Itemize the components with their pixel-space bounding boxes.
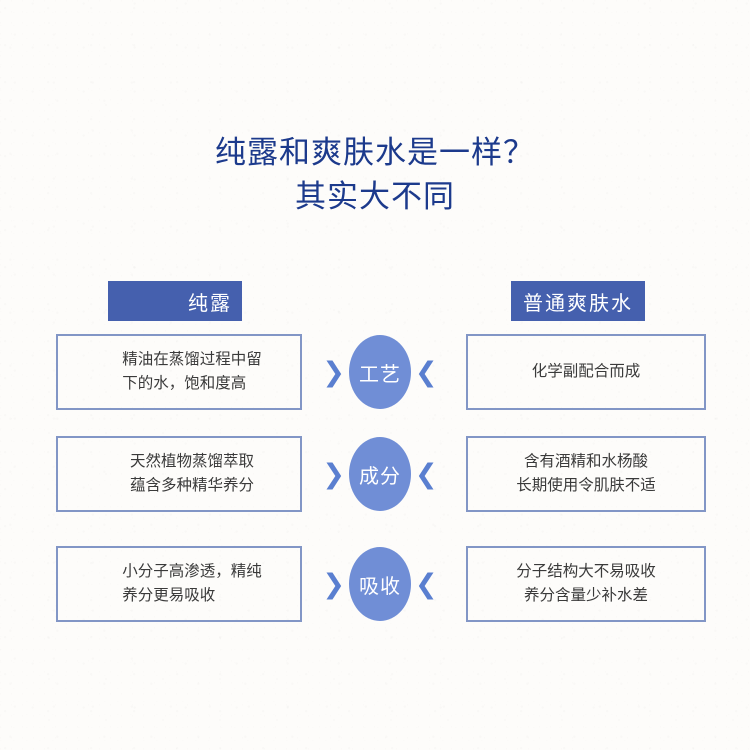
badge-group-ingredients: ❯ 成分 ❮	[318, 432, 442, 516]
column-header-toner-label: 普通爽肤水	[523, 292, 633, 315]
chevron-left-icon: ❮	[415, 458, 438, 490]
panel-left-absorption-text: 小分子高渗透，精纯 养分更易吸收	[122, 562, 262, 604]
column-header-hydrosol-label: 纯露	[188, 292, 232, 315]
badge-absorption: 吸收	[349, 547, 411, 621]
badge-craft-label: 工艺	[359, 363, 401, 386]
panel-right-ingredients-text: 含有酒精和水杨酸 长期使用令肌肤不适	[516, 452, 656, 494]
panel-right-absorption-text: 分子结构大不易吸收 养分含量少补水差	[516, 562, 656, 604]
panel-left-craft: 精油在蒸馏过程中留 下的水，饱和度高	[56, 334, 302, 410]
panel-right-craft: 化学副配合而成	[466, 334, 706, 410]
title-line-1: 纯露和爽肤水是一样？	[215, 135, 535, 170]
panel-right-absorption: 分子结构大不易吸收 养分含量少补水差	[466, 546, 706, 622]
comparison-row: 精油在蒸馏过程中留 下的水，饱和度高 ❯ 工艺 ❮ 化学副配合而成	[0, 334, 750, 410]
badge-ingredients: 成分	[349, 437, 411, 511]
badge-absorption-label: 吸收	[359, 575, 401, 598]
chevron-left-icon: ❮	[415, 356, 438, 388]
chevron-right-icon: ❯	[322, 356, 345, 388]
badge-ingredients-label: 成分	[359, 465, 401, 488]
badge-craft: 工艺	[349, 335, 411, 409]
chevron-left-icon: ❮	[415, 568, 438, 600]
page-title: 纯露和爽肤水是一样？ 其实大不同	[0, 132, 750, 217]
panel-left-ingredients-text: 天然植物蒸馏萃取 蕴含多种精华养分	[129, 452, 254, 494]
comparison-row: 天然植物蒸馏萃取 蕴含多种精华养分 ❯ 成分 ❮ 含有酒精和水杨酸 长期使用令肌…	[0, 436, 750, 512]
title-line-2: 其实大不同	[295, 178, 455, 214]
badge-group-craft: ❯ 工艺 ❮	[318, 330, 442, 414]
badge-group-absorption: ❯ 吸收 ❮	[318, 542, 442, 626]
column-header-hydrosol: 纯露	[108, 281, 242, 321]
chevron-right-icon: ❯	[322, 568, 345, 600]
panel-right-ingredients: 含有酒精和水杨酸 长期使用令肌肤不适	[466, 436, 706, 512]
column-header-toner: 普通爽肤水	[511, 281, 645, 321]
panel-left-ingredients: 天然植物蒸馏萃取 蕴含多种精华养分	[56, 436, 302, 512]
panel-right-craft-text: 化学副配合而成	[531, 362, 641, 380]
comparison-row: 小分子高渗透，精纯 养分更易吸收 ❯ 吸收 ❮ 分子结构大不易吸收 养分含量少补…	[0, 546, 750, 622]
chevron-right-icon: ❯	[322, 458, 345, 490]
panel-left-absorption: 小分子高渗透，精纯 养分更易吸收	[56, 546, 302, 622]
panel-left-craft-text: 精油在蒸馏过程中留 下的水，饱和度高	[122, 350, 262, 392]
